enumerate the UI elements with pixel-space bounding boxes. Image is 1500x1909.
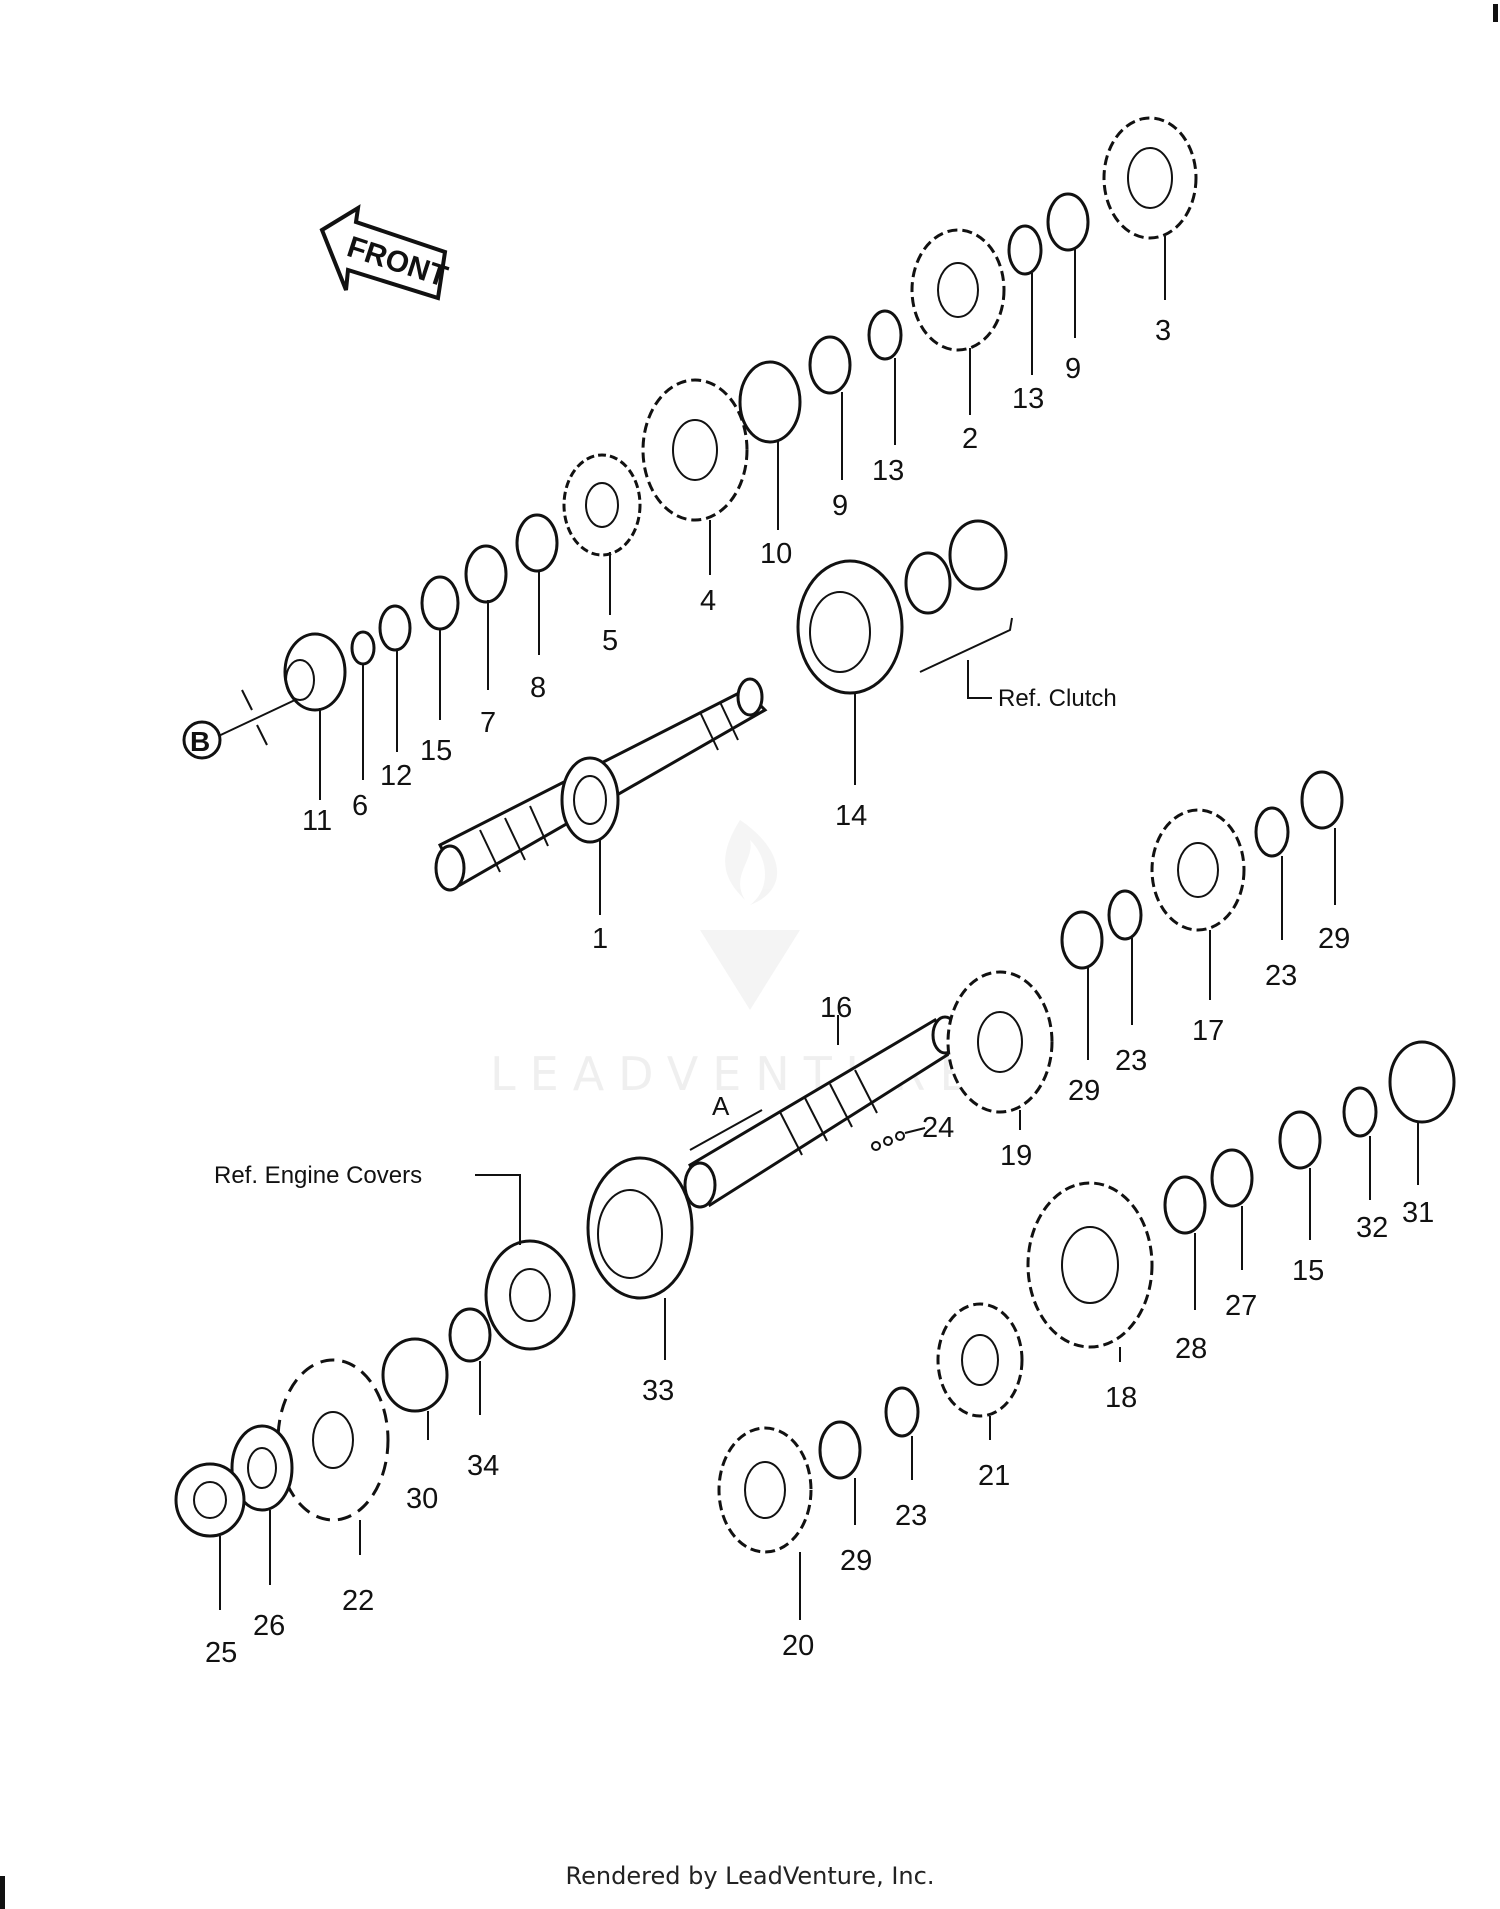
- part-33: [586, 1156, 694, 1300]
- part-label-15-lower: 15: [1292, 1255, 1324, 1287]
- part-12: [378, 604, 412, 652]
- part-label-2: 2: [962, 423, 978, 455]
- part-label-9-b: 9: [1065, 353, 1081, 385]
- part-label-10: 10: [760, 538, 792, 570]
- ring-clutch-side: [904, 551, 952, 615]
- part-label-12: 12: [380, 760, 412, 792]
- edge-mark-left: [0, 1876, 5, 1909]
- front-arrow-icon: FRONT: [319, 204, 451, 301]
- part-32: [1342, 1086, 1378, 1138]
- part-28: [1163, 1175, 1207, 1235]
- part-label-9-a: 9: [832, 490, 848, 522]
- part-6: [350, 630, 376, 666]
- part-29-b: [1300, 770, 1344, 830]
- lower-left-parts: Ref. Engine Covers: [174, 1156, 694, 1538]
- part-5: [562, 453, 642, 557]
- ref-engine-covers-label: Ref. Engine Covers: [214, 1162, 422, 1189]
- part-31: [1388, 1040, 1456, 1124]
- part-label-20: 20: [782, 1630, 814, 1662]
- part-labels: 1 2 3 4 5 6 7 8 9 9 10 11 12 13 13 14 15…: [205, 315, 1434, 1669]
- part-label-13-a: 13: [872, 455, 904, 487]
- part-20: [717, 1426, 813, 1554]
- leader-lines: [219, 236, 1419, 1620]
- part-label-24: 24: [922, 1112, 954, 1144]
- part-29-c: [818, 1420, 862, 1480]
- part-label-13-b: 13: [1012, 383, 1044, 415]
- part-label-5: 5: [602, 625, 618, 657]
- part-label-21: 21: [978, 1460, 1010, 1492]
- part-label-23-a: 23: [1115, 1045, 1147, 1077]
- part-label-4: 4: [700, 585, 716, 617]
- part-26: [230, 1424, 294, 1512]
- part-10: [738, 360, 802, 444]
- part-11: [283, 632, 347, 712]
- part-18: [1026, 1181, 1154, 1349]
- output-shaft-1: [434, 677, 768, 892]
- part-label-14: 14: [835, 800, 867, 832]
- part-22: [276, 1358, 390, 1522]
- part-label-11: 11: [302, 805, 332, 837]
- nut-clutch-side: [948, 519, 1008, 591]
- part-label-19: 19: [1000, 1140, 1032, 1172]
- part-label-22: 22: [342, 1585, 374, 1617]
- part-label-23-c: 23: [895, 1500, 927, 1532]
- part-25: [174, 1462, 246, 1538]
- part-23-c: [884, 1386, 920, 1438]
- part-23-b: [1254, 806, 1290, 858]
- drive-shaft-16: A: [683, 1015, 959, 1209]
- part-4: [641, 378, 749, 522]
- part-label-27: 27: [1225, 1290, 1257, 1322]
- lower-right-parts: [717, 770, 1456, 1554]
- part-label-34: 34: [467, 1450, 499, 1482]
- part-label-7: 7: [480, 707, 496, 739]
- part-label-26: 26: [253, 1610, 285, 1642]
- part-2: [910, 228, 1006, 352]
- ref-clutch-label: Ref. Clutch: [998, 685, 1117, 712]
- part-23-a: [1107, 889, 1143, 941]
- part-label-29-a: 29: [1068, 1075, 1100, 1107]
- part-label-1: 1: [592, 923, 608, 955]
- part-label-23-b: 23: [1265, 960, 1297, 992]
- part-9-a: [808, 335, 852, 395]
- part-34: [448, 1307, 492, 1363]
- part-17: [1150, 808, 1246, 932]
- part-8: [515, 513, 559, 573]
- callout-b-label: B: [190, 726, 210, 757]
- part-27: [1210, 1148, 1254, 1208]
- callout-b-circle: [182, 720, 222, 760]
- footer-credit: Rendered by LeadVenture, Inc.: [565, 1862, 935, 1890]
- part-3: [1102, 116, 1198, 240]
- edge-mark-right: [1493, 4, 1498, 22]
- part-21: [936, 1302, 1024, 1418]
- part-label-18: 18: [1105, 1382, 1137, 1414]
- part-label-3: 3: [1155, 315, 1171, 347]
- part-label-16: 16: [820, 992, 852, 1024]
- part-15-lower: [1278, 1110, 1322, 1170]
- part-label-33: 33: [642, 1375, 674, 1407]
- upper-shaft-parts: B Ref. Clutch: [182, 116, 1198, 760]
- part-label-6: 6: [352, 790, 368, 822]
- oil-seal: [484, 1239, 576, 1351]
- part-label-15-upper: 15: [420, 735, 452, 767]
- part-label-32: 32: [1356, 1212, 1388, 1244]
- part-29-a: [1060, 910, 1104, 970]
- part-label-29-b: 29: [1318, 923, 1350, 955]
- part-label-28: 28: [1175, 1333, 1207, 1365]
- part-13-a: [867, 309, 903, 361]
- dimension-a-label: A: [712, 1091, 730, 1121]
- part-9-b: [1046, 192, 1090, 252]
- part-7: [464, 544, 508, 604]
- part-label-8: 8: [530, 672, 546, 704]
- part-label-31: 31: [1402, 1197, 1434, 1229]
- part-13-b: [1007, 224, 1043, 276]
- part-label-25: 25: [205, 1637, 237, 1669]
- part-19: [946, 970, 1054, 1114]
- part-label-30: 30: [406, 1483, 438, 1515]
- part-14: [796, 559, 904, 695]
- part-label-29-c: 29: [840, 1545, 872, 1577]
- part-30: [381, 1337, 449, 1413]
- part-label-17: 17: [1192, 1015, 1224, 1047]
- part-15-upper: [420, 575, 460, 631]
